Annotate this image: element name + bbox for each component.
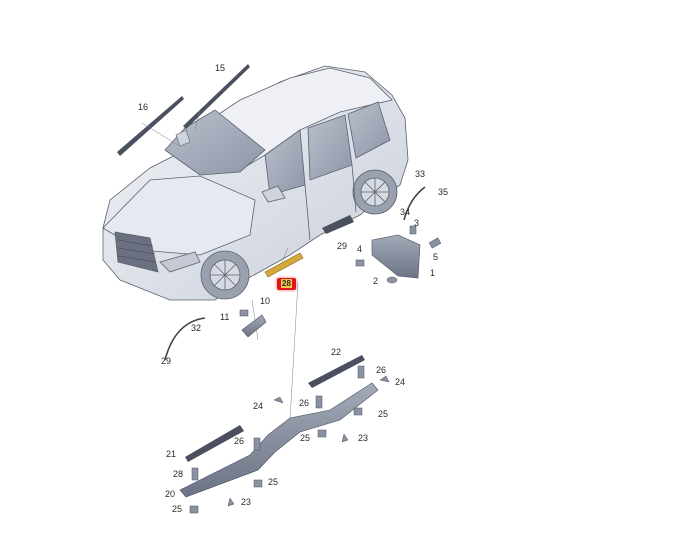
roof-trim-parts [117,64,250,156]
part-label-3: 3 [414,218,420,228]
part-label-24-a: 24 [395,377,406,387]
part-label-26-c: 26 [234,436,245,446]
part-label-2: 2 [373,276,379,286]
part-label-26-d: 28 [173,469,184,479]
highlighted-part-badge-28: 28 [277,278,296,290]
part-label-20: 20 [165,489,176,499]
part-label-11: 11 [220,312,230,322]
part-label-1: 1 [430,268,436,278]
part-label-26-a: 26 [376,365,387,375]
car-illustration [102,65,409,301]
part-label-25-a: 25 [378,409,389,419]
part-label-25-d: 25 [172,504,183,514]
part-label-29: 29 [337,241,348,251]
part-label-24-b: 24 [253,401,264,411]
part-label-22: 22 [331,347,342,357]
part-label-5: 5 [433,252,439,262]
part-label-4: 4 [357,244,363,254]
part-label-25-b: 25 [300,433,311,443]
part-label-32: 29 [161,356,172,366]
part-label-10: 10 [260,296,271,306]
part-label-26-b: 26 [299,398,310,408]
highlighted-sill-strip [264,252,304,278]
part-label-15: 15 [215,63,226,73]
part-label-34: 33 [415,169,426,179]
part-label-35: 34 [400,207,411,217]
part-label-33: 32 [191,323,202,333]
part-label-25-c: 25 [268,477,279,487]
part-label-16: 16 [138,102,149,112]
part-label-21: 21 [166,449,177,459]
part-label-23-a: 23 [358,433,369,443]
part-label-36: 35 [438,187,449,197]
part-label-23-b: 23 [241,497,252,507]
